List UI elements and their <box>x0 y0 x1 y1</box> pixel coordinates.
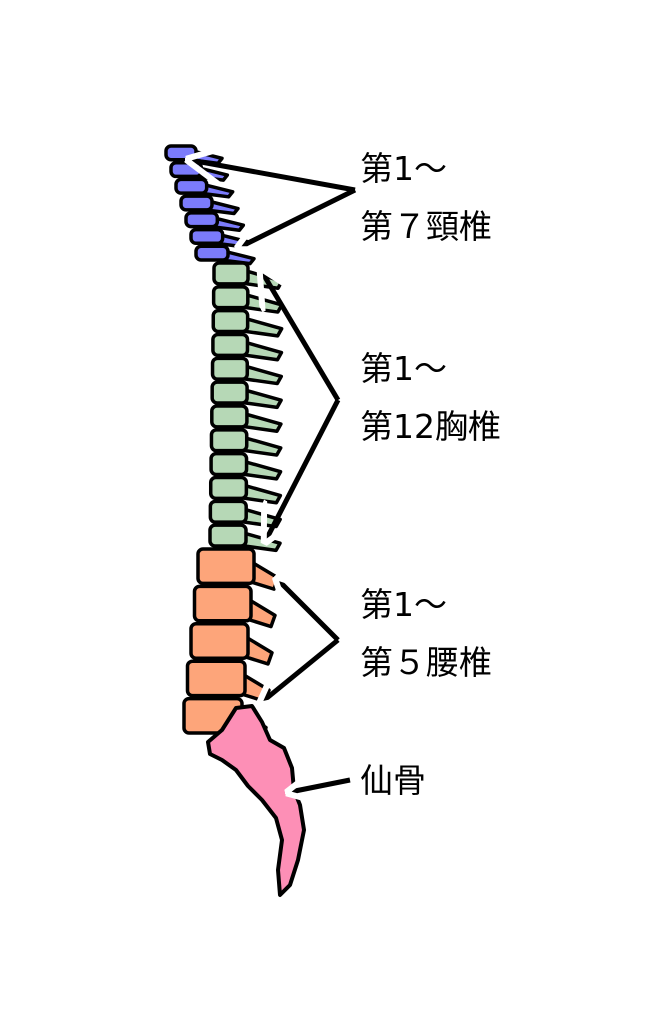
cervical-vertebra-3 <box>174 177 235 199</box>
cervical-vertebra-7 <box>194 244 256 266</box>
thoracic-vertebra-8 <box>209 428 283 457</box>
thoracic-vertebra-3 <box>211 308 284 338</box>
cervical-vertebra-5 <box>184 211 246 232</box>
thoracic-vertebra-6 <box>210 380 283 410</box>
thoracic-vertebra-9 <box>209 451 283 481</box>
thoracic-vertebra-4 <box>211 332 284 362</box>
cervical-arrow-bottom <box>240 187 357 247</box>
thoracic-vertebra-7 <box>210 404 283 433</box>
lumbar-vertebra-1 <box>196 547 280 591</box>
lumbar-label-line2: 第５腰椎 <box>360 643 492 682</box>
thoracic-label-line2: 第12胸椎 <box>360 407 501 446</box>
lumbar-arrow-bottom <box>262 638 340 702</box>
thoracic-label-line1: 第1〜 <box>360 349 447 388</box>
lumbar-arrow-top <box>278 580 340 642</box>
lumbar-label-line1: 第1〜 <box>360 585 447 624</box>
lumbar-vertebra-2 <box>192 584 277 629</box>
sacrum-label: 仙骨 <box>360 761 426 800</box>
lumbar-vertebra-4 <box>185 659 271 704</box>
sacrum-bone <box>206 704 306 897</box>
thoracic-arrow-bottom <box>266 398 341 540</box>
thoracic-vertebra-10 <box>208 475 283 505</box>
arrows-group <box>190 160 357 792</box>
cervical-label-line2: 第７頸椎 <box>360 207 492 246</box>
sacrum-arrow <box>290 780 351 792</box>
thoracic-vertebra-5 <box>210 356 284 386</box>
cervical-arrow-top <box>190 160 356 193</box>
cervical-vertebra-4 <box>179 194 240 216</box>
thoracic-arrow-top <box>262 272 341 402</box>
cervical-label-line1: 第1〜 <box>360 149 447 188</box>
thoracic-vertebra-11 <box>208 499 282 529</box>
lumbar-vertebra-3 <box>189 622 274 666</box>
